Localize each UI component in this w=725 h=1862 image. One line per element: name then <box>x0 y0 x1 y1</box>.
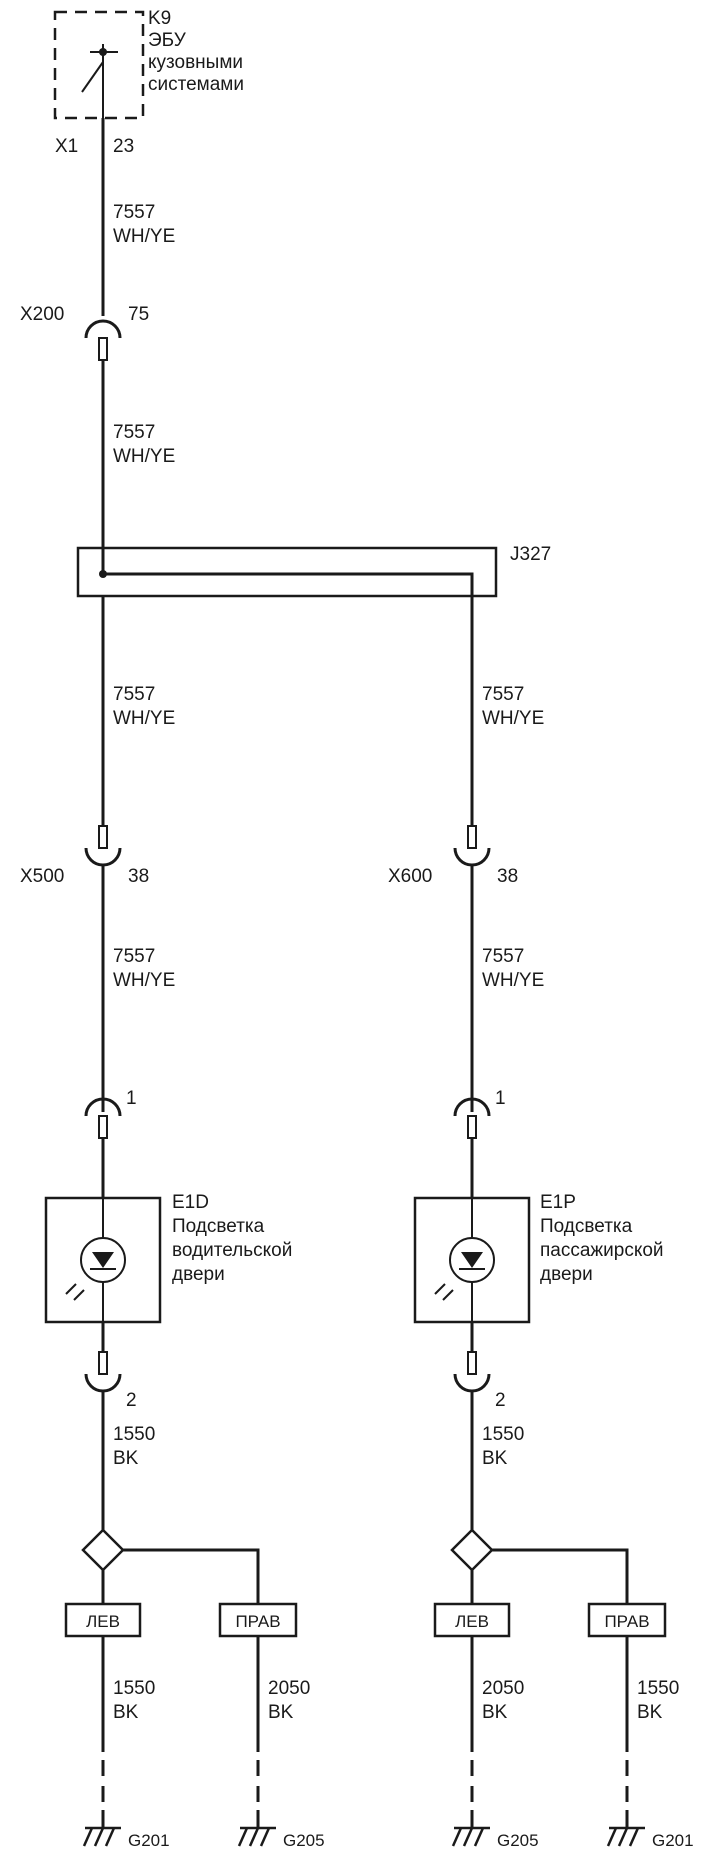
e1p-pin2-connector-icon <box>453 1351 491 1393</box>
j327-name: J327 <box>510 544 551 565</box>
wire-right-split-right-arm <box>492 1548 629 1604</box>
k9-connector: X1 <box>55 136 78 157</box>
opt-right-lev-box <box>433 1602 511 1638</box>
e1d-name-line-1: Подсветка <box>172 1216 265 1237</box>
ground-g205-right: G205 <box>497 1831 539 1850</box>
wire-10-color: BK <box>482 1448 508 1469</box>
x500-pin: 38 <box>128 866 149 887</box>
wire-5-circuit: 1550 <box>113 1424 155 1445</box>
e1d-ref: E1D <box>172 1192 209 1213</box>
wire-10-circuit: 1550 <box>482 1424 524 1445</box>
j327-splice-box <box>76 546 498 598</box>
x500-name: X500 <box>20 866 64 887</box>
wire-12-circuit: 1550 <box>637 1678 679 1699</box>
wire-3-circuit: 7557 <box>113 684 155 705</box>
j327-splice-bridge <box>103 572 474 596</box>
wire-1-circuit: 7557 <box>113 202 155 223</box>
e1d-led-icon <box>65 1198 126 1322</box>
x500-connector-icon <box>84 825 122 867</box>
wire-2-circuit: 7557 <box>113 422 155 443</box>
x600-connector-icon <box>453 825 491 867</box>
x200-name: X200 <box>20 304 64 325</box>
e1d-name-line-3: двери <box>172 1264 225 1285</box>
opt-left-prav-box <box>218 1602 298 1638</box>
wire-8-color: WH/YE <box>482 708 544 729</box>
wire-2-color: WH/YE <box>113 446 175 467</box>
ground-g201-right: G201 <box>652 1831 694 1850</box>
e1p-pin2: 2 <box>495 1390 506 1411</box>
e1d-name-line-2: водительской <box>172 1240 292 1261</box>
wire-8-circuit: 7557 <box>482 684 524 705</box>
wire-4-color: WH/YE <box>113 970 175 991</box>
k9-module-box <box>53 10 145 120</box>
wire-11-circuit: 2050 <box>482 1678 524 1699</box>
ground-g205-left: G205 <box>283 1831 325 1850</box>
opt-left-prav: ПРАВ <box>235 1612 280 1631</box>
opt-left-lev-box <box>64 1602 142 1638</box>
ground-icon-g205-right <box>451 1826 490 1847</box>
j327-splice-node <box>99 570 107 578</box>
wire-12-color: BK <box>637 1702 663 1723</box>
e1d-pin1: 1 <box>126 1088 137 1109</box>
wire-7-circuit: 2050 <box>268 1678 310 1699</box>
e1p-ref: E1P <box>540 1192 576 1213</box>
wire-4-circuit: 7557 <box>113 946 155 967</box>
e1p-name-line-3: двери <box>540 1264 593 1285</box>
wire-9-circuit: 7557 <box>482 946 524 967</box>
opt-left-lev: ЛЕВ <box>86 1612 120 1631</box>
k9-switch-icon <box>81 44 118 118</box>
ground-icon-g201-right <box>606 1826 645 1847</box>
wire-7-color: BK <box>268 1702 294 1723</box>
e1p-led-icon <box>434 1198 495 1322</box>
opt-right-lev: ЛЕВ <box>455 1612 489 1631</box>
k9-name-line-2: кузовными <box>148 52 243 73</box>
x200-pin: 75 <box>128 304 149 325</box>
ground-stubs <box>101 1760 629 1828</box>
wire-left-split-right-arm <box>123 1548 260 1604</box>
wire-11-color: BK <box>482 1702 508 1723</box>
right-split-diamond <box>450 1528 494 1572</box>
wire-3-color: WH/YE <box>113 708 175 729</box>
ground-icon-g205-left <box>237 1826 276 1847</box>
opt-right-prav-box <box>587 1602 667 1638</box>
wire-9-color: WH/YE <box>482 970 544 991</box>
k9-pin: 23 <box>113 136 134 157</box>
wire-6-circuit: 1550 <box>113 1678 155 1699</box>
left-split-diamond <box>81 1528 125 1572</box>
e1d-pin2: 2 <box>126 1390 137 1411</box>
ground-g201-left: G201 <box>128 1831 170 1850</box>
x600-pin: 38 <box>497 866 518 887</box>
x600-name: X600 <box>388 866 432 887</box>
x200-connector-icon <box>84 319 122 361</box>
e1p-name-line-1: Подсветка <box>540 1216 633 1237</box>
k9-name-line-1: ЭБУ <box>148 30 187 51</box>
e1p-pin1: 1 <box>495 1088 506 1109</box>
wire-1-color: WH/YE <box>113 226 175 247</box>
wire-5-color: BK <box>113 1448 139 1469</box>
k9-ref: K9 <box>148 8 171 29</box>
e1d-pin2-connector-icon <box>84 1351 122 1393</box>
ground-icon-g201-left <box>82 1826 121 1847</box>
e1p-name-line-2: пассажирской <box>540 1240 664 1261</box>
wire-6-color: BK <box>113 1702 139 1723</box>
opt-right-prav: ПРАВ <box>604 1612 649 1631</box>
k9-name-line-3: системами <box>148 74 244 95</box>
